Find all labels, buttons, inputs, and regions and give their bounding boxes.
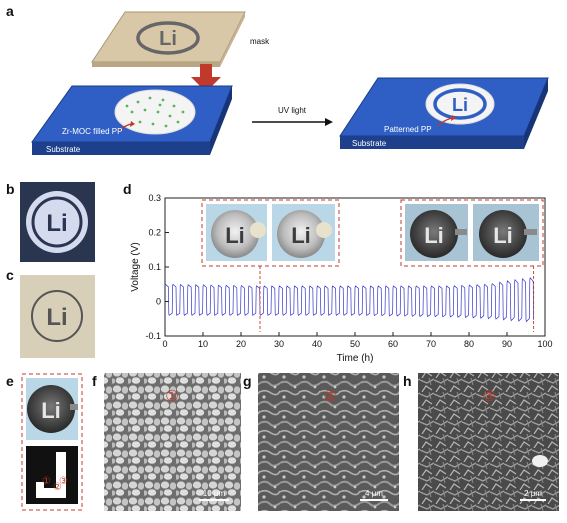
x-tick-label: 0 bbox=[162, 339, 167, 349]
e-marker-3: ③ bbox=[59, 476, 68, 487]
x-tick-label: 70 bbox=[426, 339, 436, 349]
photo-b: Li bbox=[20, 182, 95, 262]
y-tick-label: 0.1 bbox=[148, 262, 161, 272]
mask-plate: Li bbox=[91, 11, 246, 67]
inset-4-logo: Li bbox=[493, 223, 513, 248]
y-tick-label: 0 bbox=[156, 297, 161, 307]
panel-label-b: b bbox=[6, 181, 15, 197]
sem-g: ② 4 μm bbox=[258, 373, 399, 511]
sem-f-marker: ① bbox=[165, 387, 178, 405]
x-ticks: 0 10 20 30 40 50 60 70 80 90 100 bbox=[162, 332, 553, 349]
left-substrate bbox=[31, 85, 233, 155]
inset-3-logo: Li bbox=[424, 223, 444, 248]
panel-label-e: e bbox=[6, 373, 14, 389]
photo-c-logo: Li bbox=[46, 304, 67, 331]
patterned-logo-text: Li bbox=[452, 95, 468, 115]
photo-c: Li bbox=[20, 275, 95, 358]
inset-1-logo: Li bbox=[225, 223, 245, 248]
panel-label-d: d bbox=[123, 181, 132, 197]
sem-h-marker: ③ bbox=[482, 387, 495, 405]
voltage-series-line bbox=[164, 276, 534, 323]
sem-g-marker: ② bbox=[323, 387, 336, 405]
panel-label-c: c bbox=[6, 267, 14, 283]
uv-arrow-icon bbox=[252, 118, 333, 126]
y-tick-label: -0.1 bbox=[145, 331, 161, 341]
sem-f-scale: 10 μm bbox=[203, 489, 226, 498]
x-tick-label: 50 bbox=[350, 339, 360, 349]
marker-lines bbox=[259, 266, 535, 332]
panel-label-g: g bbox=[243, 373, 252, 389]
sem-g-scale: 4 μm bbox=[365, 489, 383, 498]
mask-label: mask bbox=[250, 37, 270, 46]
x-tick-label: 80 bbox=[464, 339, 474, 349]
down-arrow-icon bbox=[191, 64, 221, 92]
inset-2-logo: Li bbox=[291, 223, 311, 248]
panel-label-a: a bbox=[6, 3, 14, 19]
right-substrate: Li bbox=[339, 77, 549, 149]
e-marker-2: ② bbox=[53, 482, 62, 493]
right-substrate-label: Substrate bbox=[352, 139, 387, 148]
y-ticks: -0.1 0 0.1 0.2 0.3 bbox=[145, 193, 169, 341]
mask-logo-text: Li bbox=[159, 28, 177, 50]
x-tick-label: 20 bbox=[236, 339, 246, 349]
x-axis-label: Time (h) bbox=[337, 353, 374, 364]
left-membrane-label: Zr-MOC filled PP bbox=[62, 127, 122, 136]
left-substrate-label: Substrate bbox=[46, 145, 81, 154]
y-tick-label: 0.3 bbox=[148, 193, 161, 203]
panel-label-f: f bbox=[92, 373, 97, 389]
inset-box-left: Li Li bbox=[201, 199, 340, 267]
right-membrane-label: Patterned PP bbox=[384, 125, 432, 134]
x-tick-label: 60 bbox=[388, 339, 398, 349]
zr-moc-dots bbox=[125, 96, 185, 128]
x-tick-label: 30 bbox=[274, 339, 284, 349]
photo-e-logo: Li bbox=[41, 398, 61, 423]
sem-h: ③ 2 μm bbox=[418, 373, 559, 511]
photo-b-logo: Li bbox=[46, 210, 67, 237]
inset-box-right: Li Li bbox=[400, 199, 544, 267]
uv-label: UV light bbox=[278, 106, 307, 115]
x-tick-label: 10 bbox=[198, 339, 208, 349]
y-axis-label: Voltage (V) bbox=[130, 242, 141, 291]
y-tick-label: 0.2 bbox=[148, 228, 161, 238]
sem-f: ① 10 μm bbox=[104, 373, 241, 511]
panel-label-h: h bbox=[403, 373, 412, 389]
x-tick-label: 100 bbox=[537, 339, 552, 349]
photo-e: Li ① ② ③ bbox=[21, 373, 83, 511]
sem-h-scale: 2 μm bbox=[524, 489, 542, 498]
x-tick-label: 40 bbox=[312, 339, 322, 349]
x-tick-label: 90 bbox=[502, 339, 512, 349]
e-marker-1: ① bbox=[42, 476, 51, 487]
